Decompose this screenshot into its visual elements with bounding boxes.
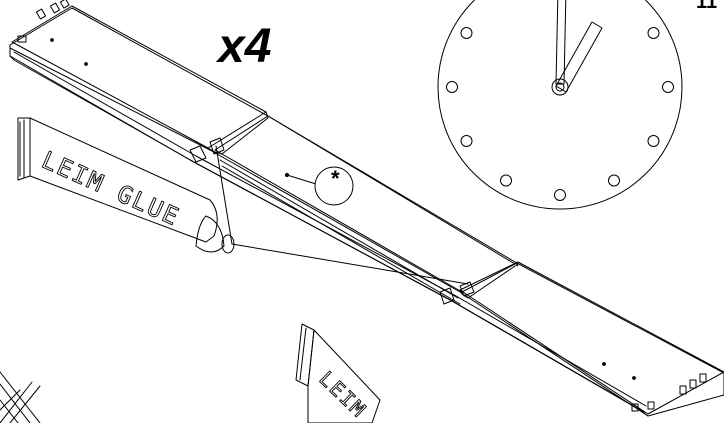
screw-hole [602,362,606,366]
clock-hour-mark [647,135,660,147]
clock-hour-mark [500,174,512,187]
clock-hour-mark [446,81,458,93]
clock-hour-mark [554,189,566,201]
glue-tube-icon: LEIM GLUE [17,117,469,285]
screw-hole [632,376,636,380]
plank-board [9,0,724,417]
crossed-frame-fragment [0,371,41,423]
glue-tube-partial-label: LEIM [315,366,372,422]
glue-tube-partial-icon: LEIM [295,323,381,423]
clock-hour-mark [460,135,473,147]
clock-hour-mark [662,81,674,93]
screw-hole [50,38,54,42]
clock-hour-mark [460,27,473,39]
screw-hole [84,62,88,66]
glue-marker: * [284,166,354,206]
clock-hour-mark [647,27,660,39]
glue-marker-symbol: * [331,166,340,191]
clock-icon [437,0,683,210]
page-corner-label: 11 [696,0,717,13]
clock-hour-mark [608,174,620,187]
quantity-label: x4 [215,20,271,73]
glue-tube-label: LEIM GLUE [38,146,185,232]
clock-hour-marks [446,27,674,201]
